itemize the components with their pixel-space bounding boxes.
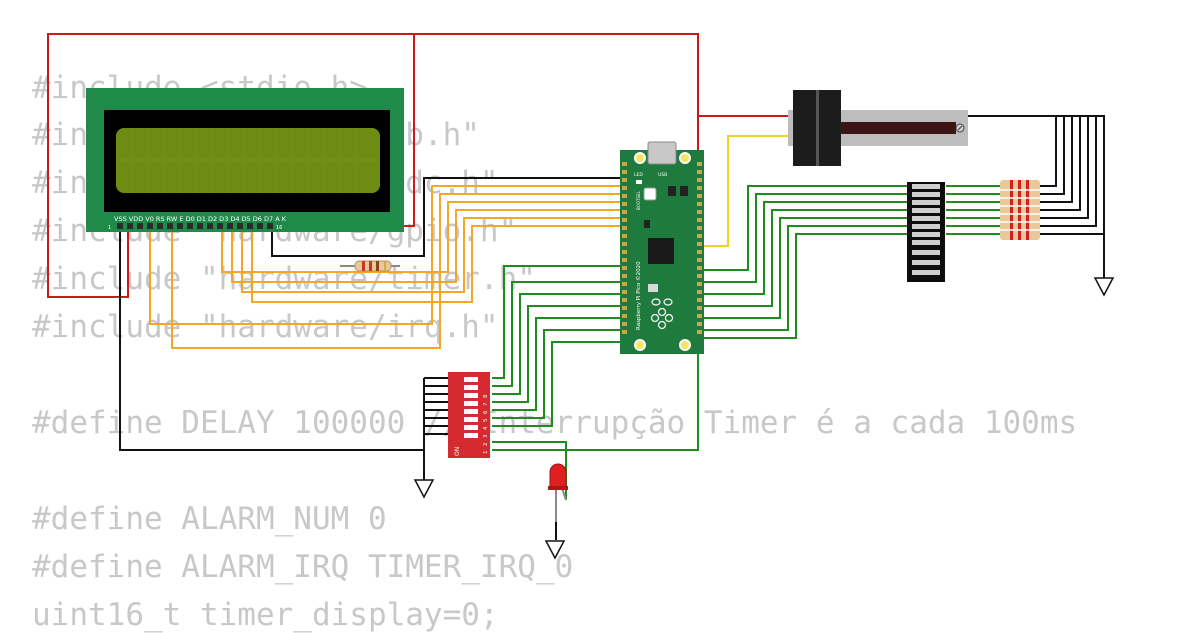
wire-black-resistors <box>1040 116 1104 235</box>
led[interactable] <box>548 463 568 522</box>
slide-potentiometer[interactable] <box>788 90 968 166</box>
wire-black-pot-gnd <box>968 115 1105 258</box>
dip-number: 4 <box>483 426 489 430</box>
dip-number: 2 <box>483 443 489 447</box>
dip-switch[interactable]: ON 1 2 3 4 5 6 7 8 <box>448 372 490 458</box>
rp2040-chip <box>648 238 674 264</box>
onboard-led <box>636 180 642 184</box>
resistor[interactable] <box>340 260 400 272</box>
dip-number: 3 <box>483 434 489 438</box>
code-line: #define ALARM_NUM 0 <box>32 501 387 537</box>
raspberry-logo <box>650 298 674 330</box>
wire-black-lcd-vss <box>119 226 424 451</box>
pico-led-label: LED <box>634 172 643 178</box>
wire-black-dip <box>423 377 448 450</box>
bootsel-button <box>643 187 657 201</box>
black-wires[interactable] <box>119 115 1105 540</box>
lcd-pin-labels: VSS VDD V0 RS RW E D0 D1 D2 D3 D4 D5 D6 … <box>114 215 287 223</box>
code-line: #include "hardware/irq.h" <box>32 309 499 345</box>
code-line: #include "hardware/timer.h" <box>32 261 536 297</box>
lcd-header-pins <box>117 223 273 229</box>
raspberry-pi-pico[interactable]: LED USB BOOTSEL Raspberry Pi Pico ©2020 <box>620 141 704 354</box>
pot-track <box>840 122 956 134</box>
pico-board-name: Raspberry Pi Pico ©2020 <box>635 261 642 330</box>
dip-number: 8 <box>483 394 489 398</box>
green-wires[interactable] <box>492 185 1004 500</box>
wire-yellow-pot[interactable] <box>698 135 790 247</box>
pico-usb-label: USB <box>658 172 667 178</box>
code-line: uint16_t timer_display=0; <box>32 597 499 633</box>
lcd-pin-last: 16 <box>276 225 282 231</box>
pico-bootsel-label: BOOTSEL <box>636 191 641 210</box>
lcd-display[interactable]: VSS VDD V0 RS RW E D0 D1 D2 D3 D4 D5 D6 … <box>86 88 404 232</box>
wire-red-pot <box>697 115 790 160</box>
ground-symbol-icon <box>544 540 566 560</box>
dip-number: 6 <box>483 410 489 414</box>
dip-toggles <box>464 377 478 438</box>
usb-connector <box>647 141 677 165</box>
dip-number: 7 <box>483 402 489 406</box>
wire-black-lcd-k <box>271 177 628 257</box>
led-bar-graph[interactable] <box>907 182 945 282</box>
dip-on-label: ON <box>454 447 461 456</box>
dip-number: 1 <box>483 451 489 455</box>
code-line: #define ALARM_IRQ TIMER_IRQ_0 <box>32 549 574 585</box>
resistor-bank[interactable] <box>1000 180 1040 240</box>
dip-number: 5 <box>483 418 489 422</box>
ground-symbol-icon <box>413 479 435 499</box>
ground-symbol-icon <box>1093 258 1115 297</box>
wire-red-lcd-vdd <box>47 33 699 298</box>
lcd-pin-first: 1 <box>108 225 111 231</box>
orange-wires[interactable] <box>149 185 628 349</box>
